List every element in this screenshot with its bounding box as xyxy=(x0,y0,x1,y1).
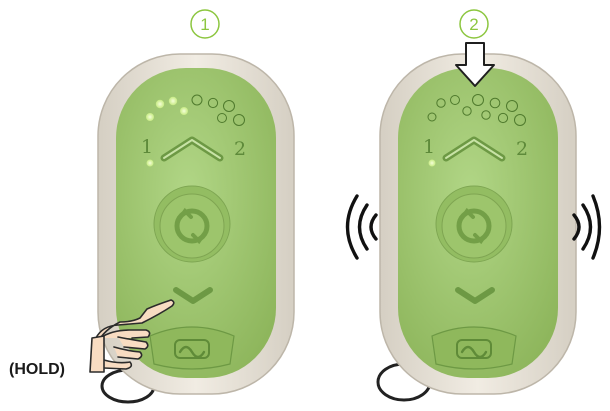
sync-button[interactable] xyxy=(154,186,230,262)
slot-2-label: 2 xyxy=(516,138,528,160)
step-2-indicator: 2 xyxy=(460,10,488,38)
wave-button[interactable] xyxy=(150,327,234,369)
slot-1-led xyxy=(147,160,154,167)
slot-2-label: 2 xyxy=(234,138,246,160)
slot-1-label: 1 xyxy=(141,136,153,158)
step-1-number: 1 xyxy=(200,15,209,34)
slot-1-label: 1 xyxy=(423,136,435,158)
hold-label: (HOLD) xyxy=(9,361,65,378)
vibration-icon xyxy=(574,196,600,258)
vibration-icon xyxy=(348,196,377,258)
sync-button[interactable] xyxy=(436,186,512,262)
step-1-indicator: 1 xyxy=(191,10,219,38)
step-2-number: 2 xyxy=(469,15,478,34)
wave-button[interactable] xyxy=(432,327,516,369)
led xyxy=(169,97,177,105)
remote-2: 1 2 xyxy=(378,54,576,400)
led xyxy=(156,100,164,108)
led xyxy=(180,107,188,115)
slot-1-led xyxy=(429,160,436,167)
led xyxy=(146,113,154,121)
